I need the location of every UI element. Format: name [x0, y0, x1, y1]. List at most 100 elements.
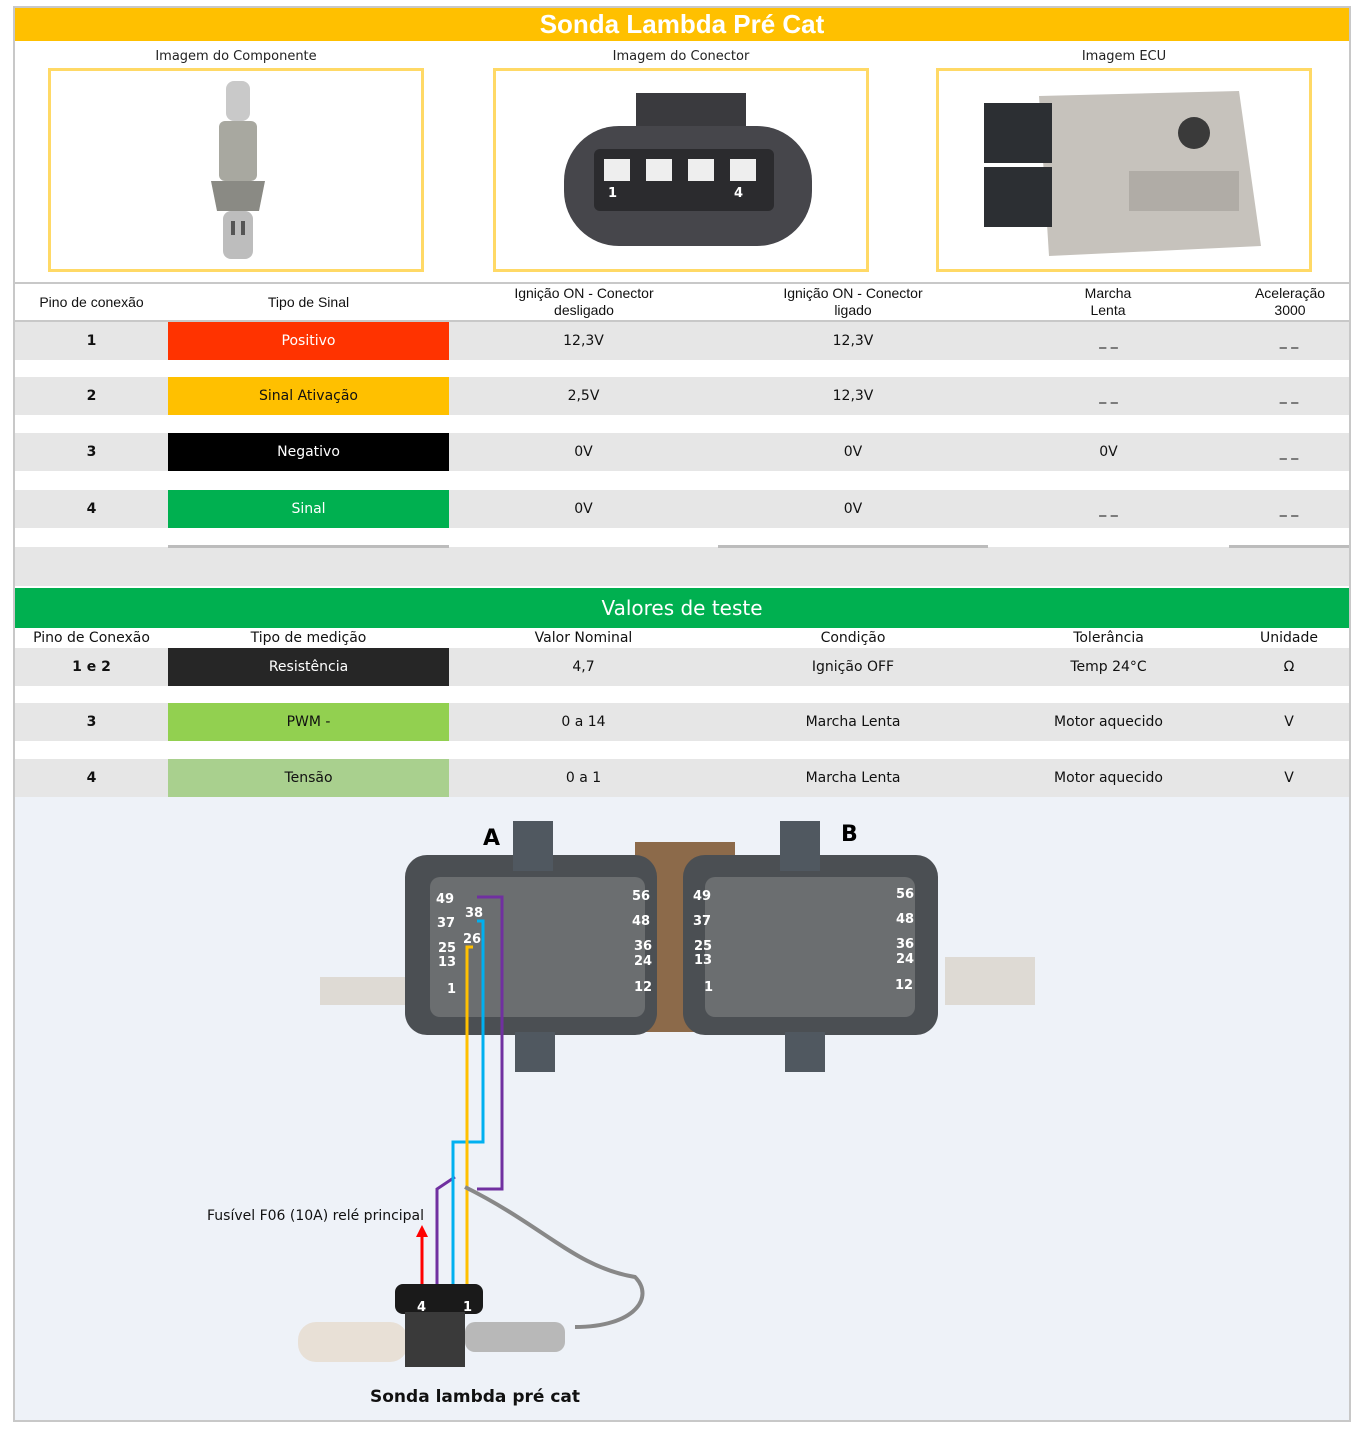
svg-text:48: 48 — [632, 914, 650, 929]
svg-text:38: 38 — [465, 906, 483, 921]
cell-pin: 4 — [86, 501, 97, 517]
cell-idle: _ _ — [1099, 388, 1118, 404]
cell-type: Sinal — [168, 490, 449, 528]
cell-on_off: 2,5V — [567, 388, 600, 404]
wire-yellow — [465, 945, 473, 1287]
svg-text:36: 36 — [634, 939, 652, 954]
cell-unit: Ω — [1283, 659, 1295, 675]
page-frame — [13, 6, 1351, 1422]
ecu-image — [936, 68, 1312, 272]
svg-text:24: 24 — [896, 952, 914, 967]
wiring-diagram: A B 49 37 25 13 1 56 48 36 24 12 38 26 4… — [15, 797, 1349, 1420]
ecu-mount-right — [945, 957, 1035, 1005]
svg-text:56: 56 — [632, 889, 650, 904]
ecu-image-label: Imagem ECU — [1081, 49, 1167, 64]
cell-pin: 4 — [86, 770, 97, 786]
component-image — [48, 68, 424, 272]
col-header-ign-on-connected: Ignição ON - Conector ligado — [783, 285, 923, 318]
sensor-caption: Sonda lambda pré cat — [370, 1387, 580, 1407]
svg-text:13: 13 — [694, 953, 712, 968]
connector-picture: 1 4 — [564, 93, 812, 246]
cell-tolerance: Motor aquecido — [1054, 714, 1163, 730]
ecu-picture — [984, 91, 1261, 256]
svg-text:26: 26 — [463, 932, 481, 947]
test-header-condition: Condição — [820, 630, 886, 646]
lambda-sensor-picture — [211, 81, 265, 259]
connector-b-label: B — [841, 822, 858, 847]
table-row: 4 Sinal 0V 0V _ _ _ _ — [15, 490, 1349, 528]
cell-on_off: 12,3V — [563, 333, 604, 349]
cell-condition: Ignição OFF — [811, 659, 895, 675]
cell-unit: V — [1284, 770, 1294, 786]
connector-a-label: A — [483, 826, 500, 851]
test-header-pin: Pino de Conexão — [33, 630, 150, 646]
cell-pin: 3 — [86, 444, 97, 460]
cell-nominal: 0 a 14 — [561, 714, 606, 730]
cell-pin: 1 e 2 — [72, 659, 111, 675]
svg-text:25: 25 — [438, 941, 456, 956]
svg-text:25: 25 — [694, 939, 712, 954]
cell-nominal: 4,7 — [572, 659, 595, 675]
cell-idle: _ _ — [1099, 333, 1118, 349]
connector-pin-1: 1 — [608, 186, 617, 201]
col-header-pin: Pino de conexão — [39, 293, 144, 310]
test-values-title: Valores de teste — [15, 588, 1349, 628]
test-header-unit: Unidade — [1260, 630, 1318, 646]
col-header-accel: Aceleração 3000 — [1254, 285, 1326, 318]
test-header-tolerance: Tolerância — [1073, 630, 1144, 646]
wire-purple-sensor — [435, 1175, 456, 1287]
wire-blue — [451, 919, 485, 1287]
cell-type: PWM - — [168, 703, 449, 741]
svg-text:24: 24 — [634, 954, 652, 969]
cell-type: Sinal Ativação — [168, 377, 449, 415]
svg-text:12: 12 — [634, 980, 652, 995]
sensor-body — [298, 1322, 408, 1362]
pin-labels-a: 49 37 25 13 1 56 48 36 24 12 38 26 — [436, 889, 652, 997]
cell-on_on: 12,3V — [832, 388, 874, 404]
cell-tolerance: Motor aquecido — [1054, 770, 1163, 786]
svg-text:1: 1 — [704, 980, 713, 995]
table-row: 3 Negativo 0V 0V 0V _ _ — [15, 433, 1349, 471]
col-header-ign-on-disconnected: Ignição ON - Conector desligado — [514, 285, 654, 318]
ecu-mount-left — [320, 977, 405, 1005]
cell-on_on: 12,3V — [832, 333, 874, 349]
component-image-label: Imagem do Componente — [155, 49, 317, 64]
pin-labels-b: 49 37 25 13 1 56 48 36 24 12 — [693, 887, 914, 995]
table-row: 2 Sinal Ativação 2,5V 12,3V _ _ _ _ — [15, 377, 1349, 415]
fuse-label: Fusível F06 (10A) relé principal — [207, 1208, 424, 1224]
cell-on_off: 0V — [574, 444, 593, 460]
cell-pin: 1 — [86, 333, 97, 349]
cell-accel: _ _ — [1279, 444, 1299, 460]
cell-on_on: 0V — [843, 444, 863, 460]
wire-purple — [477, 895, 504, 1191]
cell-type: Resistência — [168, 648, 449, 686]
cell-pin: 2 — [86, 388, 97, 404]
svg-text:48: 48 — [896, 912, 914, 927]
svg-text:12: 12 — [895, 978, 913, 993]
cell-on_off: 0V — [574, 501, 593, 517]
cell-pin: 3 — [86, 714, 97, 730]
svg-text:36: 36 — [896, 937, 914, 952]
cell-accel: _ _ — [1279, 388, 1299, 404]
table-spacer — [15, 547, 1349, 586]
cell-idle: 0V — [1099, 444, 1118, 460]
cell-on_on: 0V — [843, 501, 863, 517]
cell-type: Positivo — [168, 322, 449, 360]
sensor-cable — [464, 1185, 645, 1329]
cell-condition: Marcha Lenta — [805, 714, 901, 730]
svg-text:13: 13 — [438, 955, 456, 970]
svg-text:37: 37 — [437, 916, 455, 931]
cell-idle: _ _ — [1099, 501, 1118, 517]
cell-accel: _ _ — [1279, 501, 1299, 517]
cell-unit: V — [1284, 714, 1294, 730]
table-row: 3 PWM - 0 a 14 Marcha Lenta Motor aquecido V — [15, 703, 1349, 741]
svg-text:37: 37 — [693, 914, 711, 929]
ecu-wiring-svg: A B 49 37 25 13 1 56 48 36 24 12 38 26 4… — [207, 821, 1035, 1407]
svg-text:56: 56 — [896, 887, 914, 902]
cell-type: Negativo — [168, 433, 449, 471]
col-header-idle: Marcha Lenta — [1084, 285, 1132, 318]
test-header-measure: Tipo de medição — [250, 630, 367, 646]
